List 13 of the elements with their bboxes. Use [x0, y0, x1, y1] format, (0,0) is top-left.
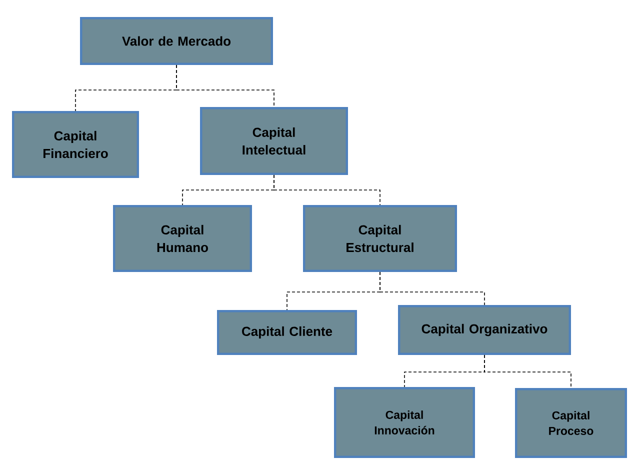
process-box: Capital Estructural: [303, 205, 457, 272]
process-box: Capital Organizativo: [398, 305, 571, 355]
connector-line: [274, 174, 380, 206]
process-box: Valor de Mercado: [80, 17, 273, 65]
process-box: Capital Intelectual: [200, 107, 348, 175]
process-box: Capital Financiero: [12, 111, 139, 178]
connector-line: [380, 272, 485, 306]
connector-line: [176, 64, 274, 108]
connector-line: [484, 354, 572, 388]
process-box: Capital Cliente: [217, 310, 357, 355]
process-box: Capital Proceso: [515, 388, 627, 458]
process-box: Capital Humano: [113, 205, 252, 272]
process-box: Capital Innovación: [334, 386, 475, 458]
